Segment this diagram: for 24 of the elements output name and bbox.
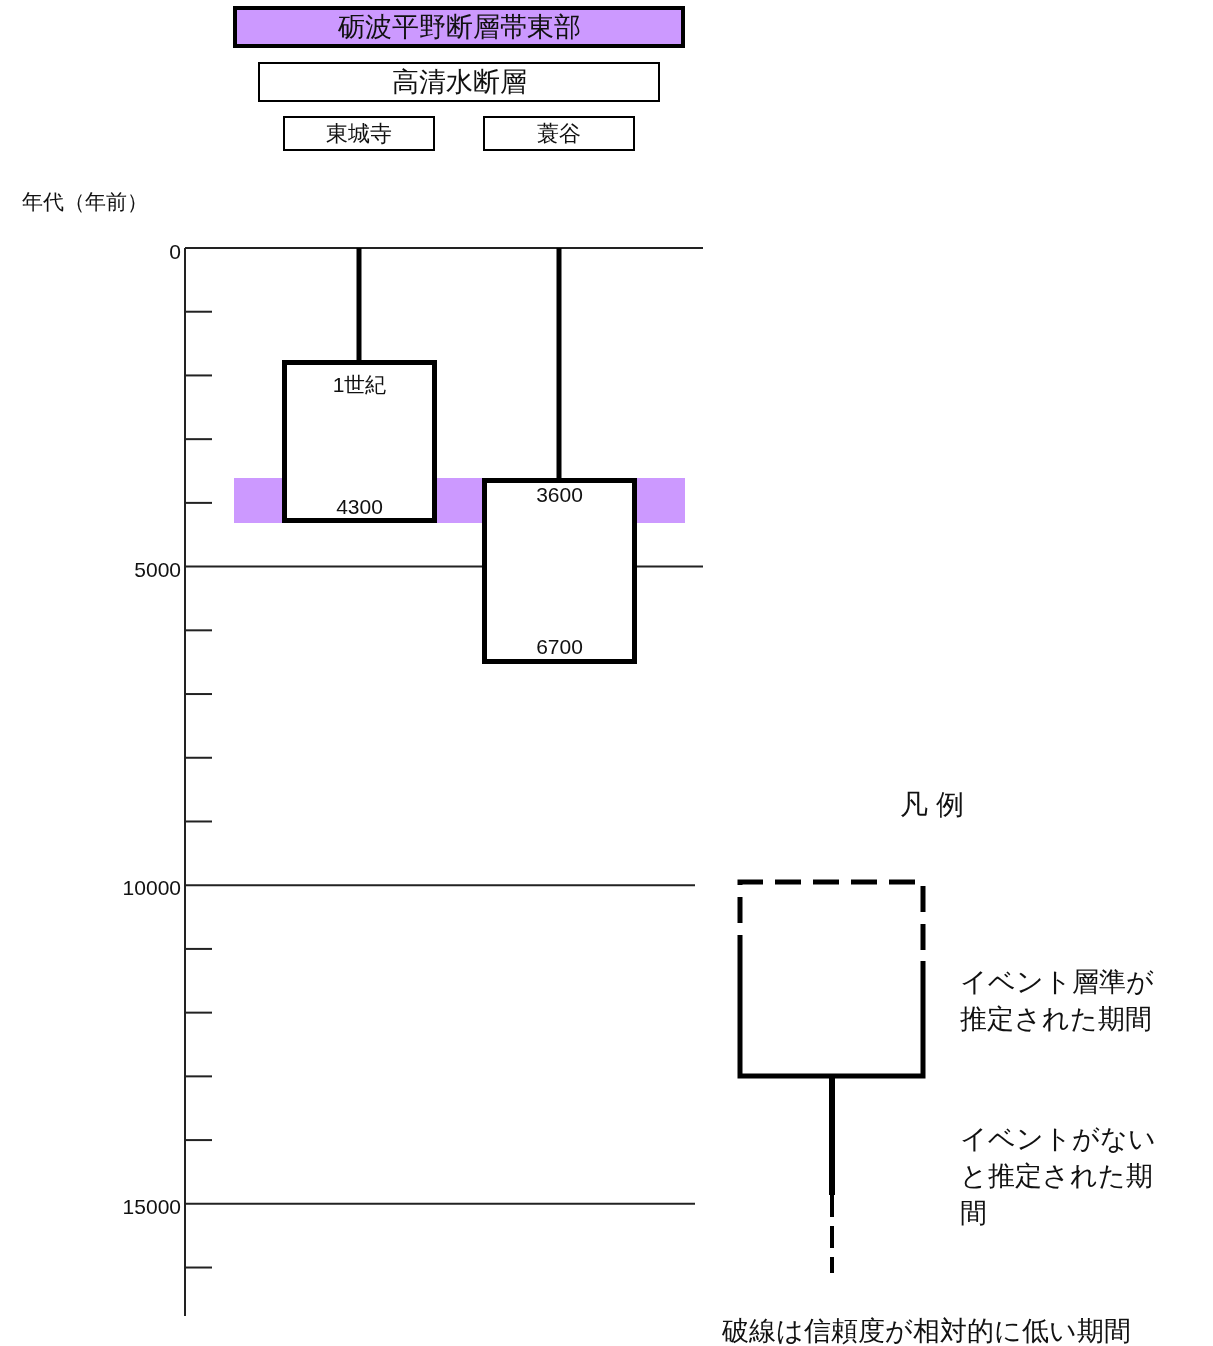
tick-label: 5000 [134, 557, 181, 583]
fault-box [258, 62, 660, 102]
legend-description: イベント層準が推定された期間 [960, 966, 1155, 1036]
tick-label: 10000 [122, 875, 181, 901]
period-start-label: 3600 [535, 483, 584, 507]
period-end-label: 4300 [335, 495, 384, 519]
legend-description: イベントがないと推定された期間 [960, 1123, 1157, 1230]
site-box [283, 116, 435, 151]
fault-zone-box [233, 6, 685, 48]
legend-sample-box [737, 879, 926, 1079]
tick-label: 15000 [122, 1194, 181, 1220]
legend-note: 破線は信頼度が相対的に低い期間 [722, 1315, 1131, 1346]
box-title: 蓑谷 [537, 119, 581, 148]
box-title: 東城寺 [326, 119, 392, 148]
event-period-box [282, 360, 437, 523]
event-period-box [482, 478, 637, 664]
period-start-label: 1世紀 [331, 373, 388, 397]
site-box [483, 116, 635, 151]
tick-label: 0 [169, 239, 181, 265]
legend-title: 凡 例 [900, 788, 964, 822]
box-title: 高清水断層 [391, 66, 527, 99]
box-title: 砺波平野断層帯東部 [337, 11, 581, 44]
period-end-label: 6700 [535, 635, 584, 659]
axis-title: 年代（年前） [22, 189, 148, 215]
